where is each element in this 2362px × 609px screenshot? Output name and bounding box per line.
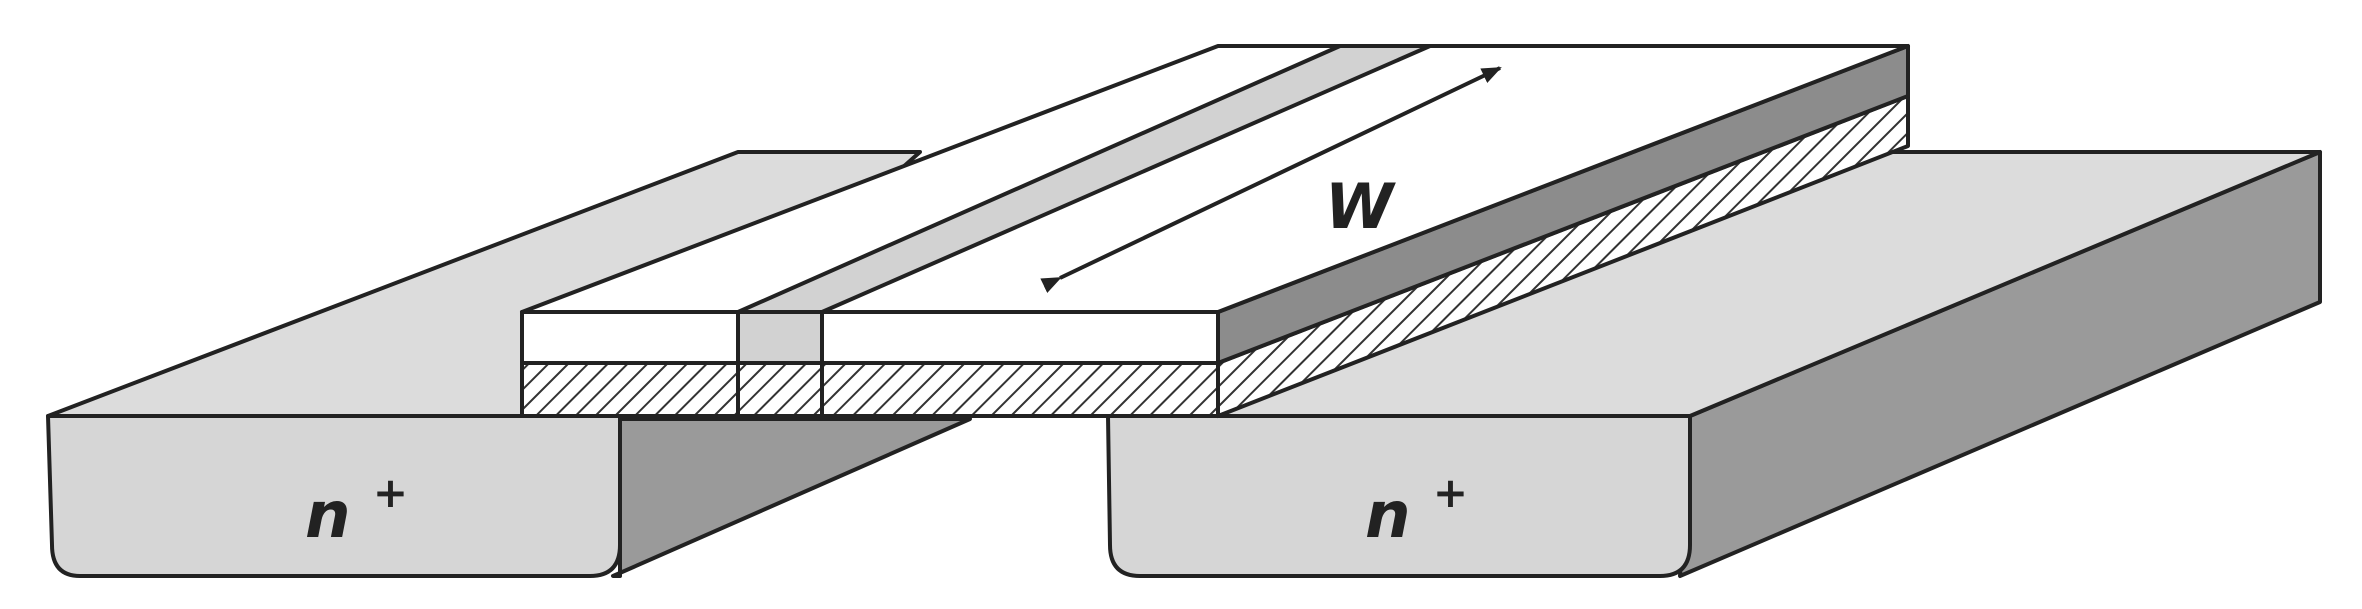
- width-label: W: [1325, 170, 1396, 243]
- right-region-label-base: n: [1365, 479, 1411, 553]
- left-region-label: n +: [305, 468, 408, 553]
- left-n-plus-region: [46, 150, 972, 578]
- right-region-label: n +: [1365, 468, 1468, 553]
- double-headed-arrow-icon: [1040, 66, 1502, 293]
- left-region-label-base: n: [305, 479, 351, 553]
- gate-oxide-front: [520, 361, 1220, 418]
- left-region-front: [46, 414, 622, 578]
- left-region-label-sup: +: [373, 468, 408, 517]
- right-n-plus-region: [1106, 150, 2322, 578]
- gate-electrode-front: [520, 310, 1220, 365]
- right-region-front: [1106, 414, 1692, 578]
- left-region-right-side: [611, 417, 972, 578]
- gate-stripe-front: [736, 310, 824, 365]
- right-region-label-sup: +: [1433, 468, 1468, 517]
